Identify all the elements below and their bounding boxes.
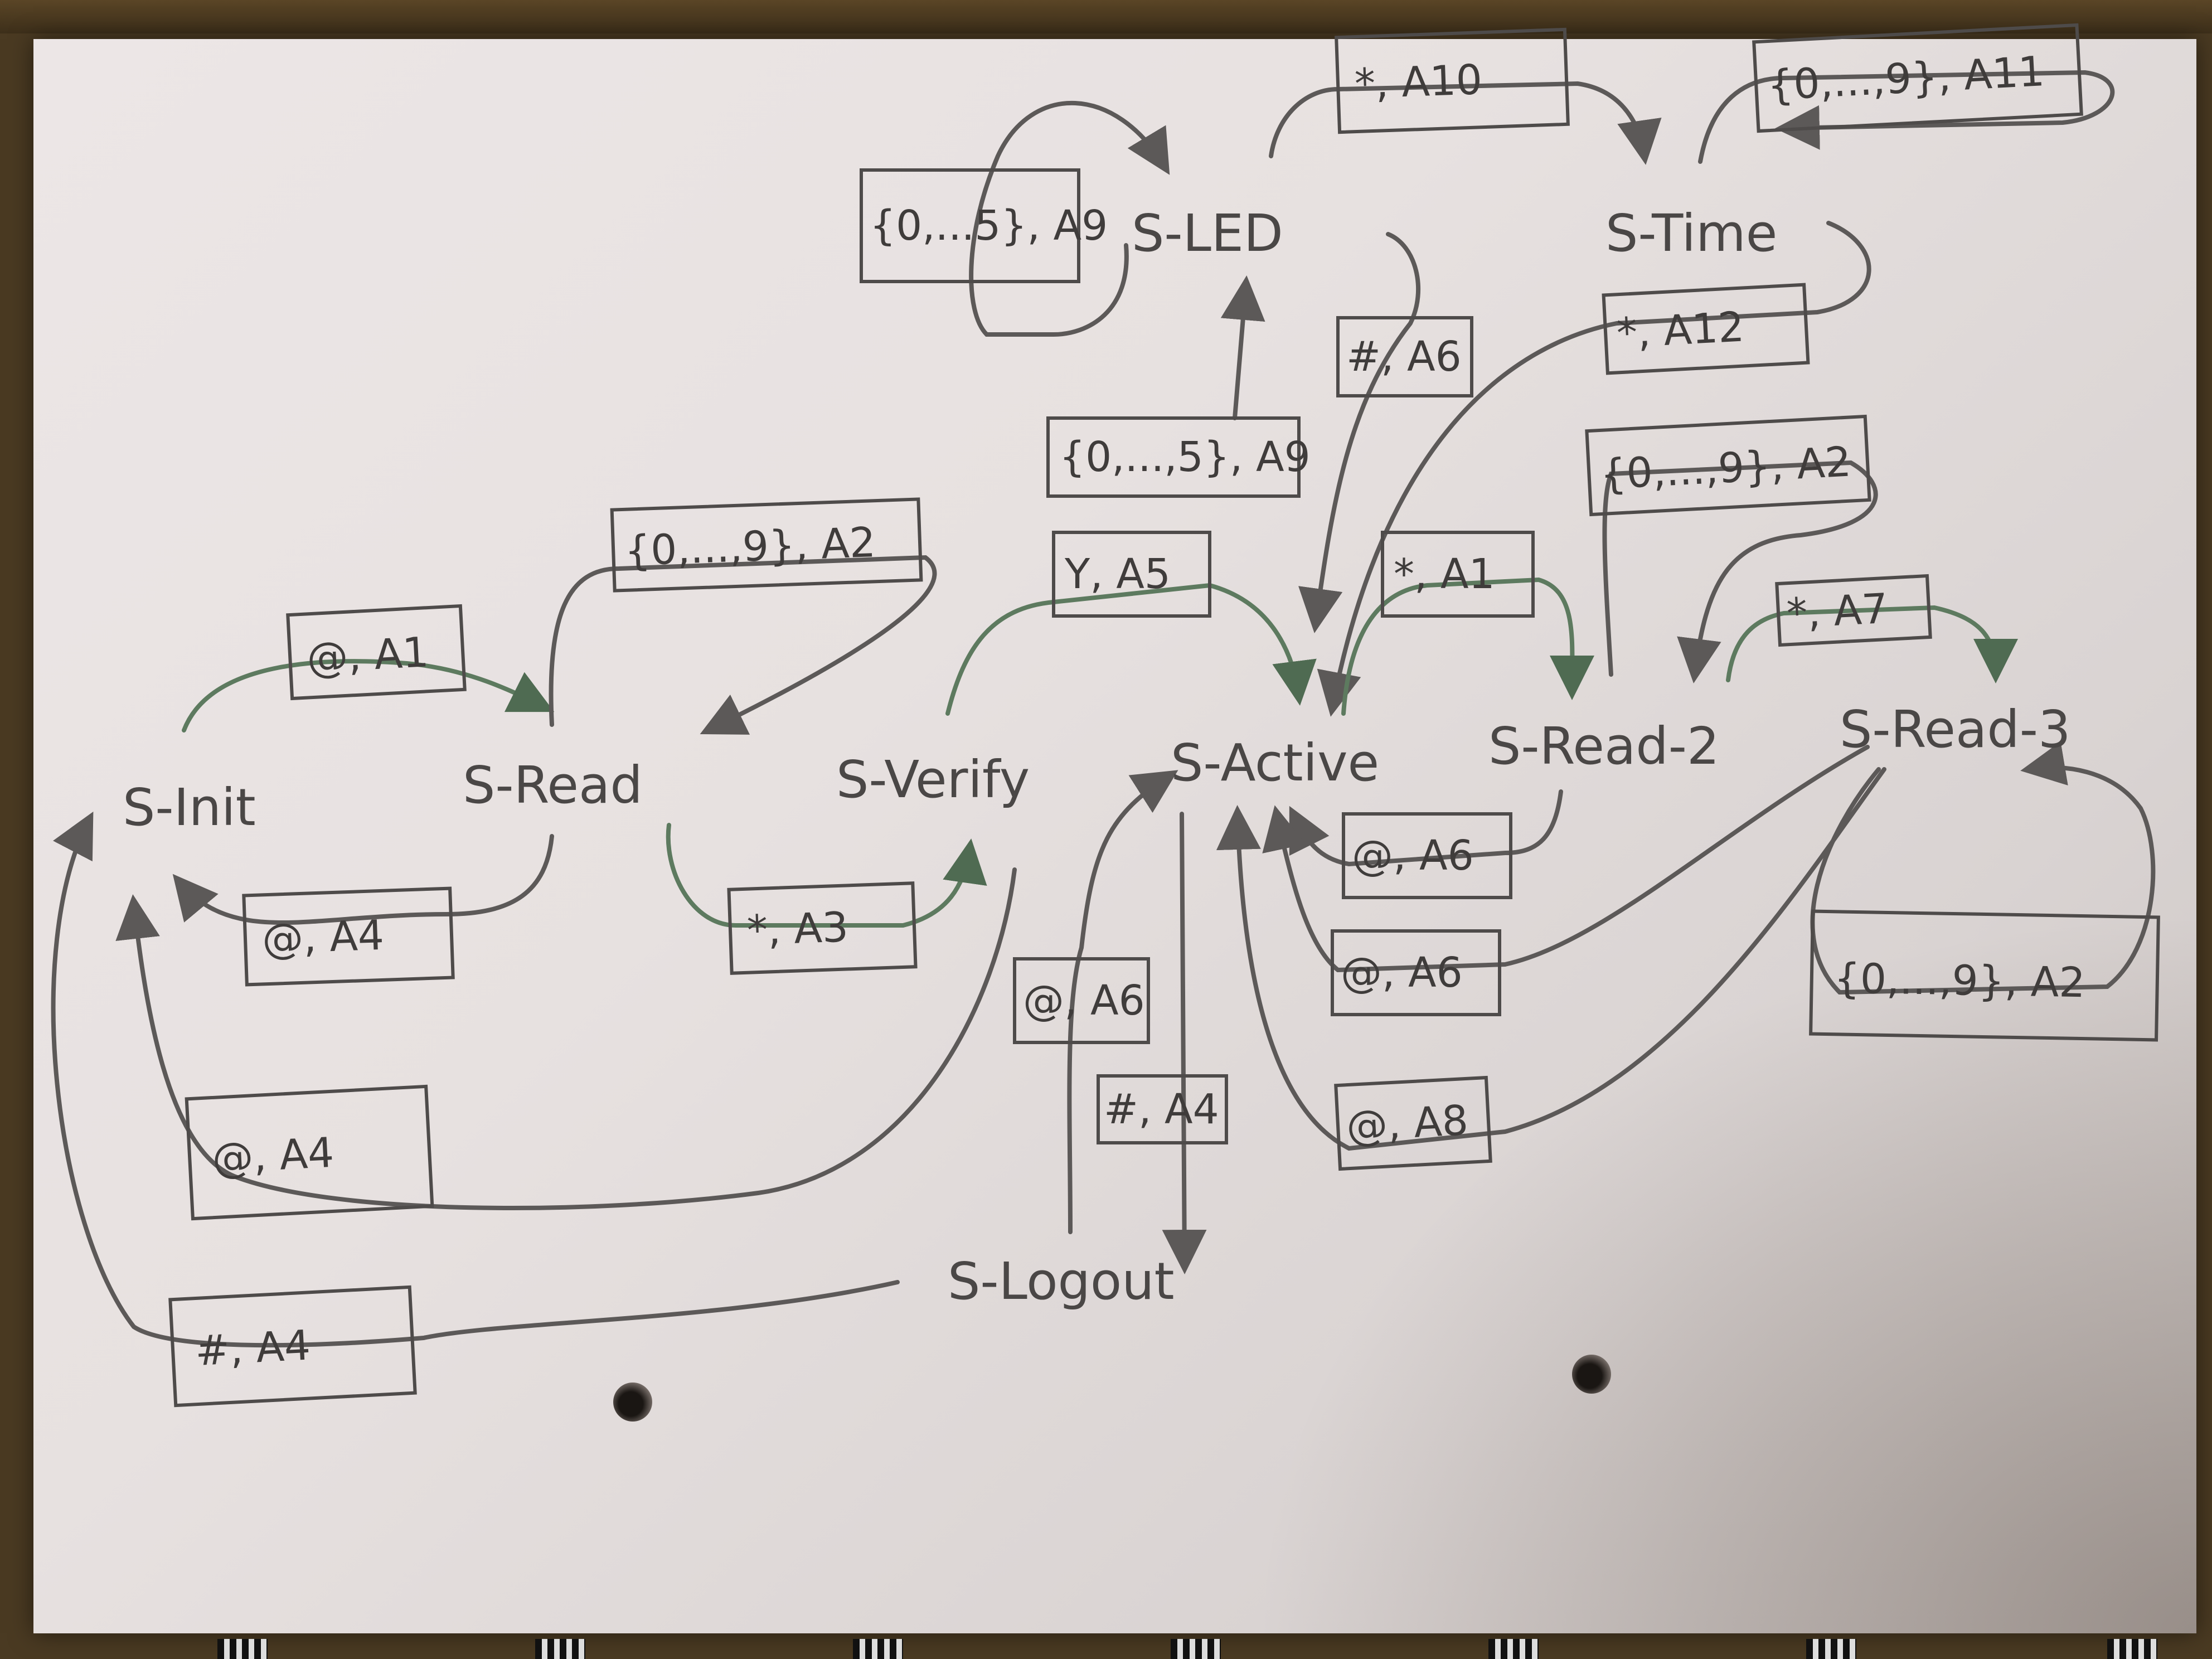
edge-label-box: [1336, 316, 1473, 397]
spiral-binding: [2107, 1639, 2157, 1659]
punch-hole: [1572, 1355, 1611, 1394]
spiral-binding: [1171, 1639, 1221, 1659]
edge-read-to-init: [172, 834, 554, 925]
state-init: S-Init: [123, 778, 256, 837]
edge-label-box: [1602, 283, 1810, 375]
edge-label-init-to-read: @, A1: [305, 628, 430, 682]
edge-label-verify-to-init: @, A4: [211, 1129, 335, 1183]
edge-logout-to-active: [1067, 770, 1178, 1234]
edge-label-read2-to-read3: *, A7: [1786, 585, 1889, 638]
edge-label-box: [1046, 416, 1301, 498]
edge-labels: @, A1 {0,...,9}, A2 @, A4 *, A3 Y, A5 @,…: [194, 47, 2085, 1375]
edge-label-box: [1809, 909, 2160, 1042]
edge-label-logout-to-init: #, A4: [194, 1321, 312, 1375]
edge-label-box: [1775, 574, 1932, 647]
edge-label-verify-to-active: Y, A5: [1064, 550, 1171, 598]
edge-active-to-logout: [1162, 812, 1207, 1274]
edge-label-box: [185, 1084, 434, 1221]
state-read: S-Read: [463, 755, 643, 815]
edge-label-box: [1335, 27, 1570, 134]
edge-label-box: [1013, 957, 1150, 1044]
edge-read-to-verify: [666, 823, 987, 928]
edge-label-active-to-read2: *, A1: [1394, 550, 1495, 598]
edge-verify-to-active: [945, 583, 1317, 716]
edge-read3-to-active-a8: [1216, 767, 1886, 1151]
state-time: S-Time: [1605, 203, 1777, 263]
spiral-binding: [853, 1639, 903, 1659]
transition-edges: [51, 70, 2156, 1348]
edge-label-read3-self-loop: {0,...,9}, A2: [1833, 954, 2085, 1007]
edge-label-box: [1052, 531, 1211, 618]
edge-read-self-loop: [549, 555, 937, 735]
desk-surface: [0, 0, 2212, 33]
edge-label-box: [860, 168, 1080, 283]
page-shadow: [1249, 909, 2196, 1633]
edge-label-box: [286, 604, 467, 701]
edge-label-box: [1342, 812, 1512, 899]
edge-label-boxes: [168, 23, 2160, 1408]
state-active: S-Active: [1171, 733, 1379, 793]
edge-read2-self-loop: [1602, 460, 1878, 683]
edge-label-read2-self-loop: {0,...,9}, A2: [1599, 438, 1852, 499]
state-read2: S-Read-2: [1488, 716, 1720, 776]
edge-label-read-to-verify: *, A3: [746, 903, 850, 954]
state-logout: S-Logout: [948, 1251, 1175, 1311]
edge-led-to-time: [1269, 81, 1662, 165]
edge-init-to-read: [182, 659, 555, 733]
edge-active-to-led: [1220, 275, 1265, 420]
spiral-binding: [535, 1639, 585, 1659]
edge-time-self-loop: [1698, 70, 2115, 164]
edge-label-led-to-active: #, A6: [1346, 333, 1462, 381]
edge-led-self-loop: [969, 101, 1170, 337]
edge-read3-self-loop: [1810, 741, 2156, 995]
edge-label-box: [610, 497, 923, 593]
edge-verify-to-init: [115, 867, 1017, 1211]
state-labels: S-Init S-Read S-Verify S-Active S-Read-2…: [123, 203, 2071, 1311]
edge-label-time-to-active: *, A12: [1616, 303, 1745, 357]
edge-label-box: [1585, 414, 1871, 517]
edge-active-to-read2: [1341, 577, 1595, 716]
edge-label-box: [1381, 531, 1535, 618]
state-led: S-LED: [1132, 203, 1283, 263]
edge-label-logout-to-active: @, A6: [1023, 977, 1145, 1025]
edge-label-active-to-logout: #, A4: [1104, 1085, 1219, 1133]
edge-time-to-active: [1317, 221, 1871, 717]
edge-label-box: [1097, 1074, 1228, 1144]
state-read3: S-Read-3: [1840, 700, 2071, 759]
edge-logout-to-init: [51, 811, 900, 1348]
edge-label-read2-to-active: @, A6: [1352, 832, 1474, 880]
spiral-binding: [1488, 1639, 1539, 1659]
spiral-binding: [217, 1639, 268, 1659]
edge-label-time-self-loop: {0,...,9}, A11: [1766, 47, 2046, 110]
edge-label-box: [1752, 23, 2083, 133]
edge-label-led-to-time: *, A10: [1354, 56, 1483, 108]
edge-led-to-active: [1298, 232, 1421, 633]
edge-label-led-self-loop: {0,...5}, A9: [870, 202, 1108, 250]
edge-label-box: [1331, 929, 1501, 1016]
edge-read3-to-active-a6: [1262, 745, 1870, 973]
edge-label-read3-to-active-a8: @, A8: [1345, 1097, 1469, 1151]
spiral-binding: [1806, 1639, 1856, 1659]
edge-label-read-to-init: @, A4: [261, 911, 385, 964]
edge-label-box: [242, 886, 455, 987]
state-verify: S-Verify: [836, 750, 1030, 809]
punch-hole: [613, 1382, 652, 1422]
edge-label-active-to-led: {0,...,5}, A9: [1059, 433, 1311, 481]
edge-label-box: [168, 1285, 417, 1408]
edge-label-read3-to-active-a6: @, A6: [1341, 949, 1463, 997]
edge-label-box: [727, 881, 918, 975]
edge-label-box: [1334, 1075, 1492, 1171]
edge-label-read-self-loop: {0,...,9}, A2: [624, 518, 876, 575]
edge-read2-to-read3: [1726, 605, 2018, 683]
